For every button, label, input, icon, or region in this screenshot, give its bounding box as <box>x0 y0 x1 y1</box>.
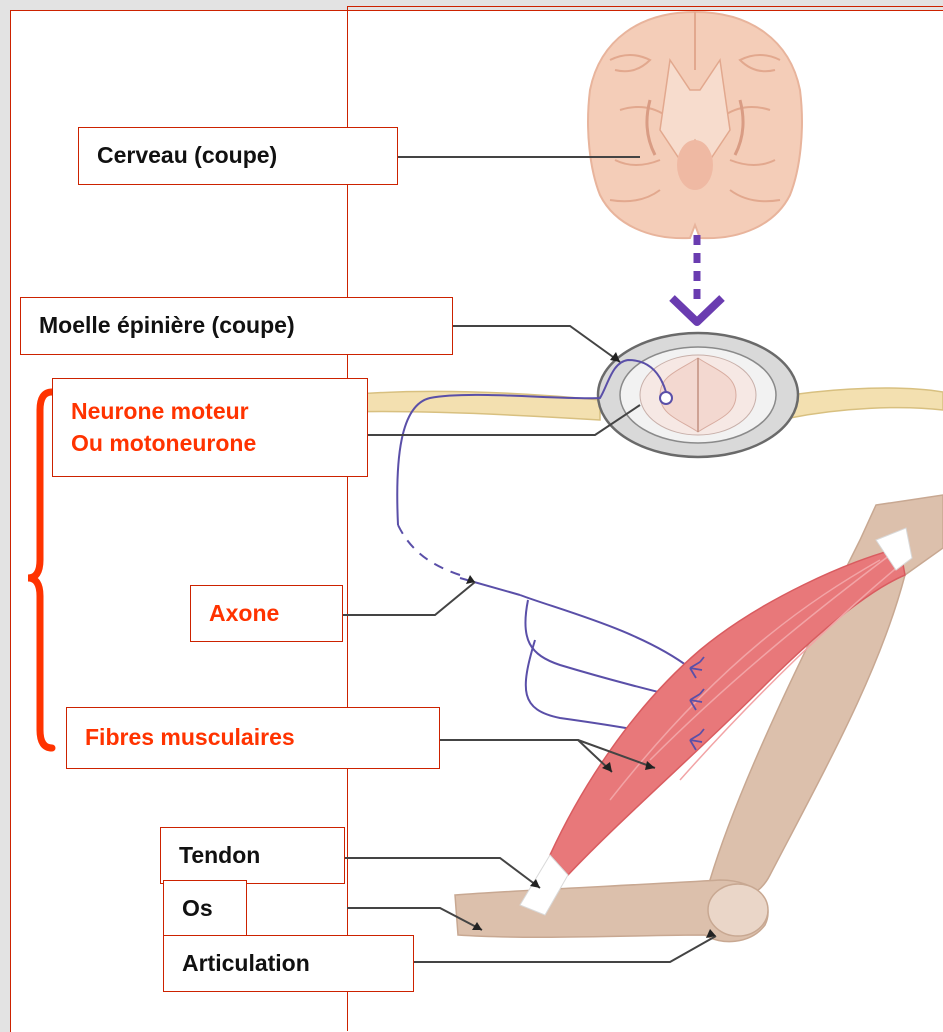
label-axon: Axone <box>190 585 343 642</box>
label-motor-neuron: Neurone moteur Ou motoneurone <box>52 378 368 477</box>
label-muscle-fibers: Fibres musculaires <box>66 707 440 769</box>
label-motor-neuron-line2: Ou motoneurone <box>71 428 256 459</box>
label-tendon: Tendon <box>160 827 345 884</box>
motor-unit-brace <box>28 392 52 748</box>
label-joint: Articulation <box>163 935 414 992</box>
label-brain: Cerveau (coupe) <box>78 127 398 185</box>
label-motor-neuron-line1: Neurone moteur <box>71 396 249 427</box>
label-bone: Os <box>163 880 247 937</box>
neuron-cell-body <box>660 392 672 404</box>
label-spinal-cord: Moelle épinière (coupe) <box>20 297 453 355</box>
spinal-cord-section <box>598 333 798 457</box>
brain-illustration <box>588 12 802 238</box>
descending-arrow-head <box>672 298 722 322</box>
leader-lines <box>343 157 716 962</box>
